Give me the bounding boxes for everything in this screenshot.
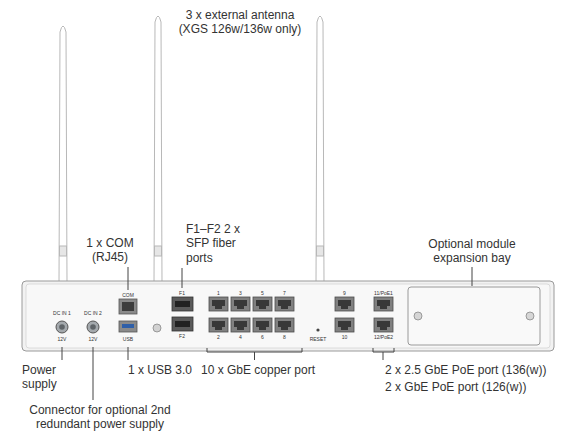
port-marking: COM xyxy=(113,292,143,298)
antenna xyxy=(59,26,67,284)
sfp-slot xyxy=(175,321,190,327)
rj45-socket xyxy=(256,300,269,309)
port-marking: F2 xyxy=(172,333,192,339)
rj45-socket xyxy=(212,321,225,330)
callout-label: 2 x 2.5 GbE PoE port (136(w)) xyxy=(385,363,565,377)
port-marking: F1 xyxy=(172,290,192,296)
bracket xyxy=(373,348,394,360)
dc-pin xyxy=(90,324,96,330)
callout-label: 2 x GbE PoE port (126(w)) xyxy=(385,380,565,394)
port-number: 8 xyxy=(277,334,293,340)
ports xyxy=(172,297,393,332)
usb-port xyxy=(119,321,137,332)
callout-label: 1 x COM (RJ45) xyxy=(79,236,141,265)
port-number: 1 xyxy=(211,290,227,296)
port-marking: RESET xyxy=(306,336,330,342)
rj45-socket xyxy=(234,321,247,330)
rj45-socket xyxy=(338,321,351,330)
power-connectors xyxy=(56,321,99,333)
rj45-port xyxy=(231,297,250,311)
usb-tongue xyxy=(122,324,134,328)
rj45-port xyxy=(231,318,250,332)
leader-line xyxy=(128,347,129,360)
rj45-port xyxy=(275,318,294,332)
antenna xyxy=(154,16,162,284)
callout-label: Optional module expansion bay xyxy=(417,237,527,266)
rj45-port xyxy=(335,318,354,332)
reset-hole xyxy=(316,328,319,331)
rj45-socket xyxy=(278,321,291,330)
rj45-socket xyxy=(338,300,351,309)
dc-connector xyxy=(56,321,68,333)
sfp-port xyxy=(172,297,193,311)
chassis-face xyxy=(26,284,550,348)
rj45-port xyxy=(335,297,354,311)
sfp-port xyxy=(172,317,193,331)
rj45-socket xyxy=(212,300,225,309)
rj45-port xyxy=(253,318,272,332)
module-bay xyxy=(408,287,540,345)
rj45-port xyxy=(275,297,294,311)
rj45-socket xyxy=(377,300,390,309)
port-number: 3 xyxy=(233,290,249,296)
rj45-port xyxy=(209,297,228,311)
leader-line xyxy=(128,267,129,290)
callout-label: 10 x GbE copper port xyxy=(188,363,328,377)
rj45-socket xyxy=(256,321,269,330)
antennas xyxy=(59,16,324,284)
port-number: 10 xyxy=(337,334,353,340)
com-socket xyxy=(122,302,134,311)
dc-pin xyxy=(59,324,65,330)
rj45-port xyxy=(209,318,228,332)
com-usb xyxy=(119,299,137,332)
port-number: 12/PoE2 xyxy=(369,334,399,340)
port-number: 2 xyxy=(211,334,227,340)
sfp-slot xyxy=(175,301,190,307)
leader-line xyxy=(182,268,183,288)
rj45-port xyxy=(374,297,393,311)
rj45-socket xyxy=(278,300,291,309)
port-number: 5 xyxy=(255,290,271,296)
rj45-port xyxy=(253,297,272,311)
port-number: 6 xyxy=(255,334,271,340)
bay-screw xyxy=(414,312,422,320)
port-marking: DC IN 2 xyxy=(78,310,108,316)
antenna-joint xyxy=(155,246,162,256)
port-marking: USB xyxy=(113,336,143,342)
expansion-bay xyxy=(408,287,540,345)
com-port xyxy=(119,299,137,314)
leader-line xyxy=(93,347,94,400)
port-number: 9 xyxy=(337,290,353,296)
port-marking: DC IN 1 xyxy=(47,310,77,316)
port-number: 4 xyxy=(233,334,249,340)
antenna-joint xyxy=(317,246,324,256)
rj45-port xyxy=(374,318,393,332)
leader-line xyxy=(472,267,473,286)
callout-label: Power supply xyxy=(22,363,70,392)
callout-label: F1–F2 2 x SFP fiber ports xyxy=(186,222,252,265)
rj45-socket xyxy=(234,300,247,309)
antenna-joint xyxy=(60,246,67,256)
port-number: 7 xyxy=(277,290,293,296)
chassis xyxy=(22,281,554,351)
bay-screw xyxy=(526,312,534,320)
callout-label: Connector for optional 2nd redundant pow… xyxy=(16,403,184,432)
port-marking: 12V xyxy=(47,336,77,342)
callout-label: 3 x external antenna (XGS 126w/136w only… xyxy=(175,8,305,37)
antenna xyxy=(316,16,324,284)
rj45-socket xyxy=(377,321,390,330)
dc-connector xyxy=(87,321,99,333)
port-marking: 12V xyxy=(78,336,108,342)
leader-line xyxy=(62,347,63,360)
bracket xyxy=(207,348,302,360)
ground-screw xyxy=(153,324,161,332)
port-number: 11/PoE1 xyxy=(369,290,399,296)
